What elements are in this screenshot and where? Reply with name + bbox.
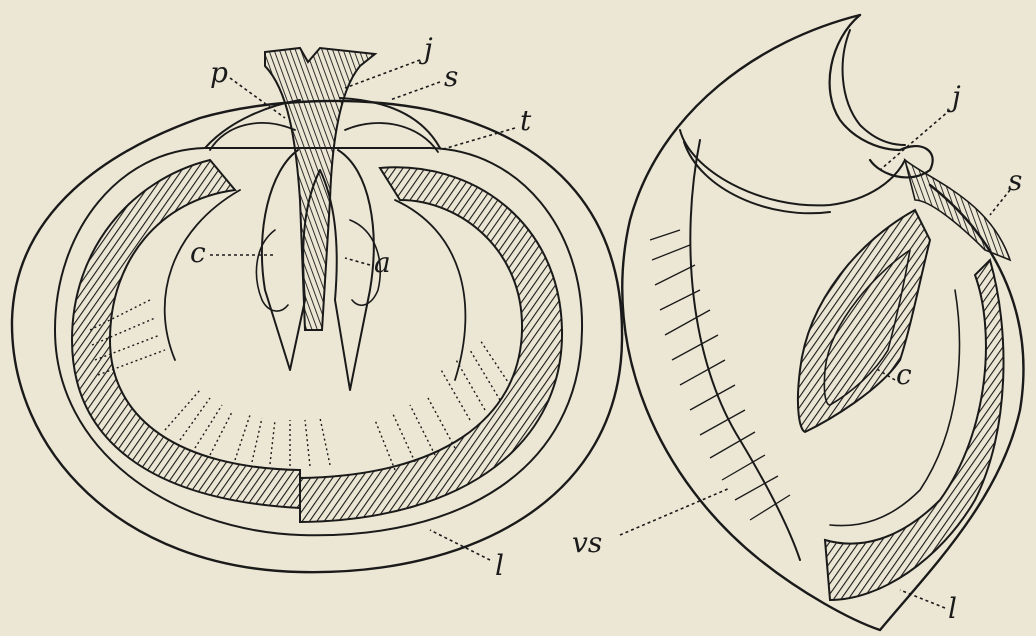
right-label-l: l bbox=[948, 592, 957, 625]
right-label-j: j bbox=[946, 80, 961, 113]
label-t: t bbox=[520, 104, 532, 137]
right-dental-arc bbox=[680, 130, 905, 205]
right-shell-diagram: j s c vs l bbox=[572, 15, 1023, 630]
label-c: c bbox=[190, 236, 206, 269]
label-j: j bbox=[418, 32, 433, 65]
right-hinge-inner bbox=[843, 30, 905, 145]
right-label-c: c bbox=[896, 358, 912, 391]
right-label-s: s bbox=[1008, 164, 1022, 197]
left-shell-diagram: p j s t c a l bbox=[12, 32, 622, 582]
label-s: s bbox=[444, 60, 458, 93]
right-label-vs: vs bbox=[572, 526, 602, 559]
right-dental-arc-edge bbox=[684, 142, 830, 213]
right-loop-c bbox=[798, 210, 930, 432]
label-p: p bbox=[210, 56, 228, 89]
right-visceral-scars bbox=[650, 230, 790, 520]
left-wing-left bbox=[210, 123, 295, 150]
label-a: a bbox=[374, 246, 391, 279]
left-cardinal-process bbox=[265, 48, 375, 330]
label-l: l bbox=[495, 549, 504, 582]
